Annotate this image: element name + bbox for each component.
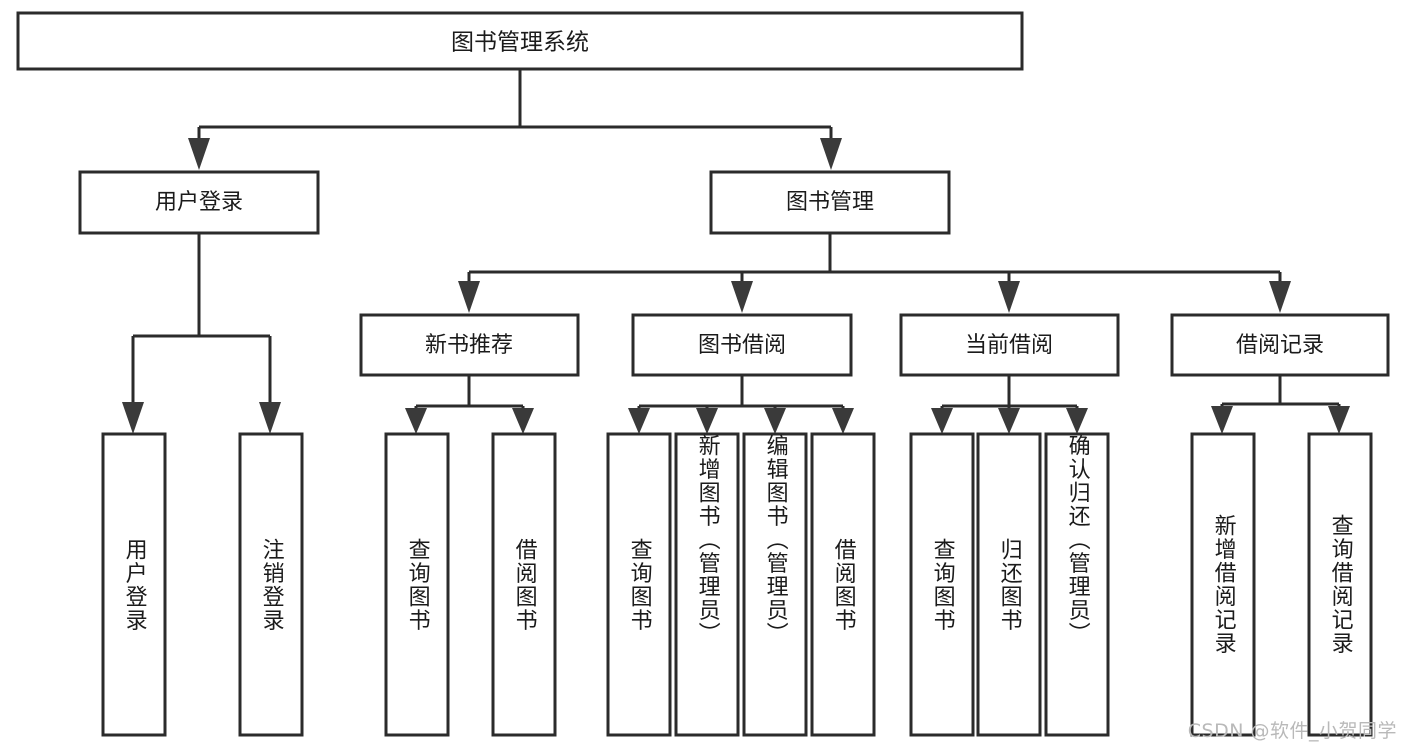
leaf-box-add-borrow-record[interactable] — [1190, 432, 1256, 737]
node-user-login-label: 用户登录 — [155, 190, 243, 215]
node-root-label: 图书管理系统 — [451, 30, 589, 56]
leaf-box-return-book[interactable] — [976, 432, 1042, 737]
node-book-borrow[interactable]: 图书借阅 — [631, 313, 853, 377]
node-new-book-label: 新书推荐 — [425, 333, 513, 358]
connector-book-manage-to-level3 — [458, 233, 1291, 313]
node-book-manage-label: 图书管理 — [786, 190, 874, 215]
leaf-box-borrow-book[interactable] — [810, 432, 876, 737]
leaf-box-borrow-book-new[interactable] — [491, 432, 557, 737]
arrowhead-book-manage — [820, 138, 842, 170]
node-book-borrow-box[interactable] — [631, 313, 853, 377]
node-borrow-record[interactable]: 借阅记录 — [1170, 313, 1390, 377]
node-book-manage-box[interactable] — [709, 170, 951, 235]
node-user-login-box[interactable] — [78, 170, 320, 235]
connector-book-borrow-to-leaves — [628, 375, 854, 434]
node-book-borrow-label: 图书借阅 — [698, 333, 786, 358]
leaf-box-query-book-current[interactable] — [909, 432, 975, 737]
node-borrow-record-label: 借阅记录 — [1236, 333, 1324, 358]
connector-current-borrow-to-leaves — [931, 375, 1088, 434]
leaf-box-logout[interactable] — [238, 432, 304, 737]
node-root-box[interactable] — [16, 11, 1024, 71]
node-current-borrow-box[interactable] — [899, 313, 1120, 377]
csdn-watermark: CSDN @软件_小贺同学 — [1187, 720, 1397, 742]
node-user-login[interactable]: 用户登录 — [78, 170, 320, 235]
connector-borrow-record-to-leaves — [1211, 375, 1350, 434]
node-new-book[interactable]: 新书推荐 — [359, 313, 580, 377]
leaf-box-query-book-new[interactable] — [384, 432, 450, 737]
node-borrow-record-box[interactable] — [1170, 313, 1390, 377]
node-current-borrow[interactable]: 当前借阅 — [899, 313, 1120, 377]
arrowhead-user-login — [188, 138, 210, 170]
node-root[interactable]: 图书管理系统 — [16, 11, 1024, 71]
leaf-box-query-borrow-record[interactable] — [1307, 432, 1373, 737]
leaf-box-add-book-admin[interactable] — [674, 432, 740, 737]
node-book-manage[interactable]: 图书管理 — [709, 170, 951, 235]
leaf-box-user-login[interactable] — [101, 432, 167, 737]
leaf-box-edit-book-admin[interactable] — [742, 432, 808, 737]
leaf-box-query-book-borrow[interactable] — [606, 432, 672, 737]
connector-root-to-level2 — [188, 69, 842, 170]
node-new-book-box[interactable] — [359, 313, 580, 377]
connector-user-login-to-leaves — [122, 233, 281, 434]
connector-new-book-to-leaves — [405, 375, 534, 434]
node-current-borrow-label: 当前借阅 — [965, 333, 1053, 358]
leaf-box-confirm-return-admin[interactable] — [1044, 432, 1110, 737]
